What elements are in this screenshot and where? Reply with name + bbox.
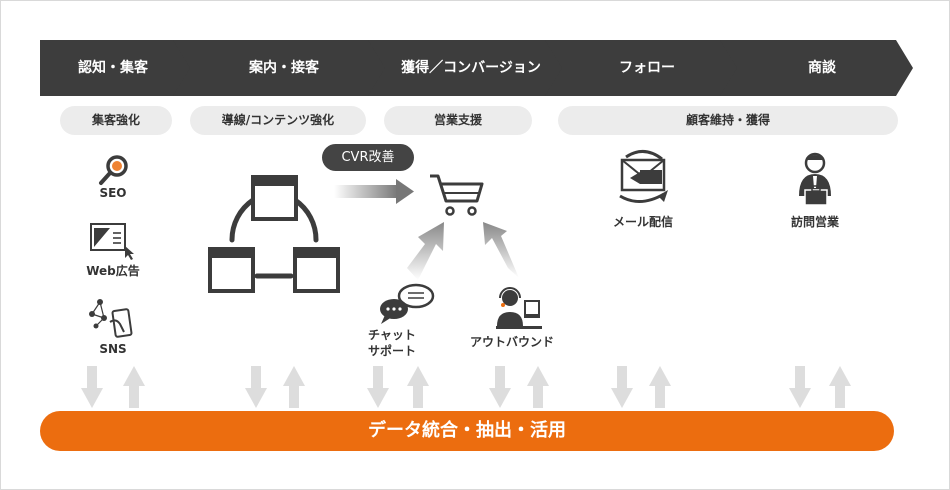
chat-icon [380,283,435,324]
cvr-badge: CVR改善 [322,144,414,171]
sns-icon [89,299,133,338]
outbound-to-cart-arrow [483,222,519,278]
pill-sales-support: 営業支援 [384,106,532,135]
label-seo: SEO [99,186,127,200]
browser-cycle-icon [208,175,340,293]
cvr-arrow [334,179,414,204]
stage-shape-guidance [173,40,387,96]
up-arrow-icon [407,366,429,408]
pill-content: 導線/コンテンツ強化 [190,106,366,135]
data-integration-bar: データ統合・抽出・活用 [40,411,894,451]
label-visit: 訪問営業 [790,215,839,229]
stage-conversion: 獲得／コンバージョン [401,60,541,76]
chat-to-cart-arrow [407,222,444,280]
operator-icon [496,287,542,329]
stage-guidance: 案内・接客 [249,60,319,76]
diagram-graphics [81,150,851,408]
sales-person-icon [799,152,831,206]
stage-shape-conversion [368,40,564,96]
down-arrow-icon [489,366,511,408]
stage-deal: 商談 [808,60,836,76]
magnifier-icon [99,155,128,185]
down-arrow-icon [245,366,267,408]
down-arrow-icon [611,366,633,408]
mail-icon [619,150,668,203]
cart-icon [430,174,484,216]
label-mail: メール配信 [612,215,673,229]
label-outbound: アウトバウンド [469,335,554,349]
up-arrow-icon [829,366,851,408]
label-web-ad: Web広告 [86,264,140,278]
stage-flow [40,40,913,96]
up-arrow-icon [527,366,549,408]
up-arrow-icon [123,366,145,408]
down-arrow-icon [81,366,103,408]
label-chat-line1: チャット [368,328,416,342]
up-arrow-icon [283,366,305,408]
stage-shape-follow [545,40,739,96]
data-exchange-arrows [81,366,851,408]
label-chat-line2: サポート [368,344,417,358]
stage-shape-awareness [40,40,192,96]
pill-acquisition: 集客強化 [60,106,172,135]
down-arrow-icon [367,366,389,408]
web-ad-icon [90,223,134,260]
down-arrow-icon [789,366,811,408]
stage-awareness: 認知・集客 [78,60,148,76]
up-arrow-icon [649,366,671,408]
stage-shape-deal [720,40,913,96]
pill-retention: 顧客維持・獲得 [558,106,898,135]
stage-follow: フォロー [619,60,675,76]
label-sns: SNS [99,342,127,356]
